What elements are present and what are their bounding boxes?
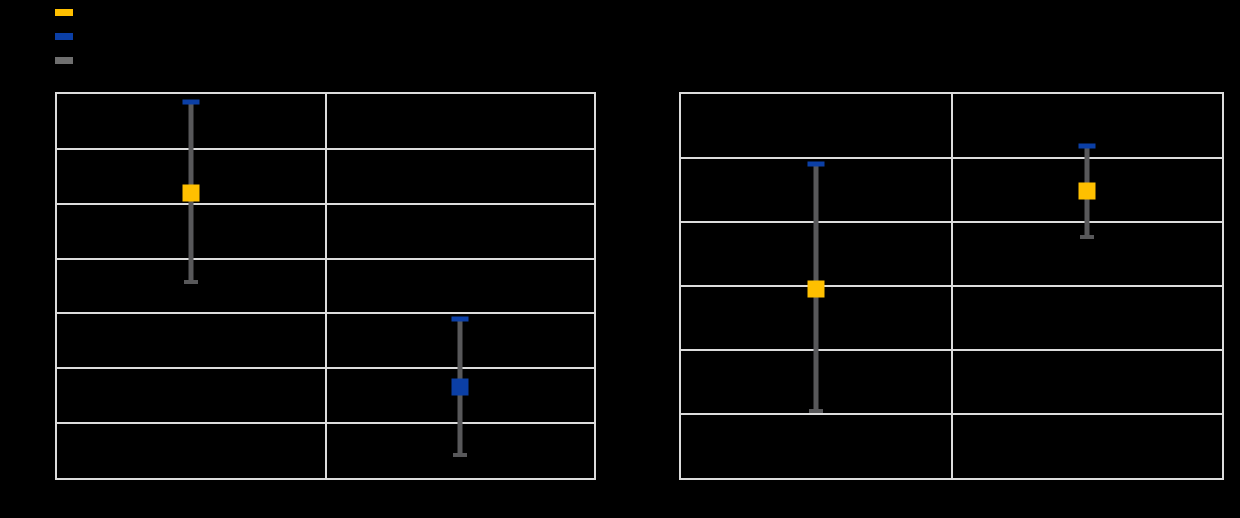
legend-item-series-blue[interactable]: [55, 33, 73, 40]
error-bar-low-cap: [1079, 234, 1094, 239]
error-bar-high-cap: [807, 161, 825, 167]
data-point-marker: [807, 280, 825, 298]
error-bar-high-cap: [182, 99, 200, 105]
error-bar-high-cap: [451, 316, 469, 322]
legend-item-series-gray[interactable]: [55, 57, 73, 64]
error-bar-high-cap: [1078, 143, 1096, 149]
data-point-marker: [451, 378, 469, 396]
gridline-vertical: [324, 94, 327, 478]
legend-item-series-yellow[interactable]: [55, 9, 73, 16]
chart-legend: [55, 9, 73, 64]
legend-swatch-icon: [55, 33, 73, 40]
error-bar-low-cap: [184, 279, 199, 284]
data-point-marker: [182, 184, 200, 202]
legend-swatch-icon: [55, 57, 73, 64]
error-bar-low-cap: [809, 409, 824, 414]
legend-swatch-icon: [55, 9, 73, 16]
chart-panel-left: [55, 92, 596, 480]
gridline-vertical: [950, 94, 953, 478]
chart-panel-right: [679, 92, 1224, 480]
data-point-marker: [1078, 182, 1096, 200]
error-bar-low-cap: [452, 452, 467, 457]
